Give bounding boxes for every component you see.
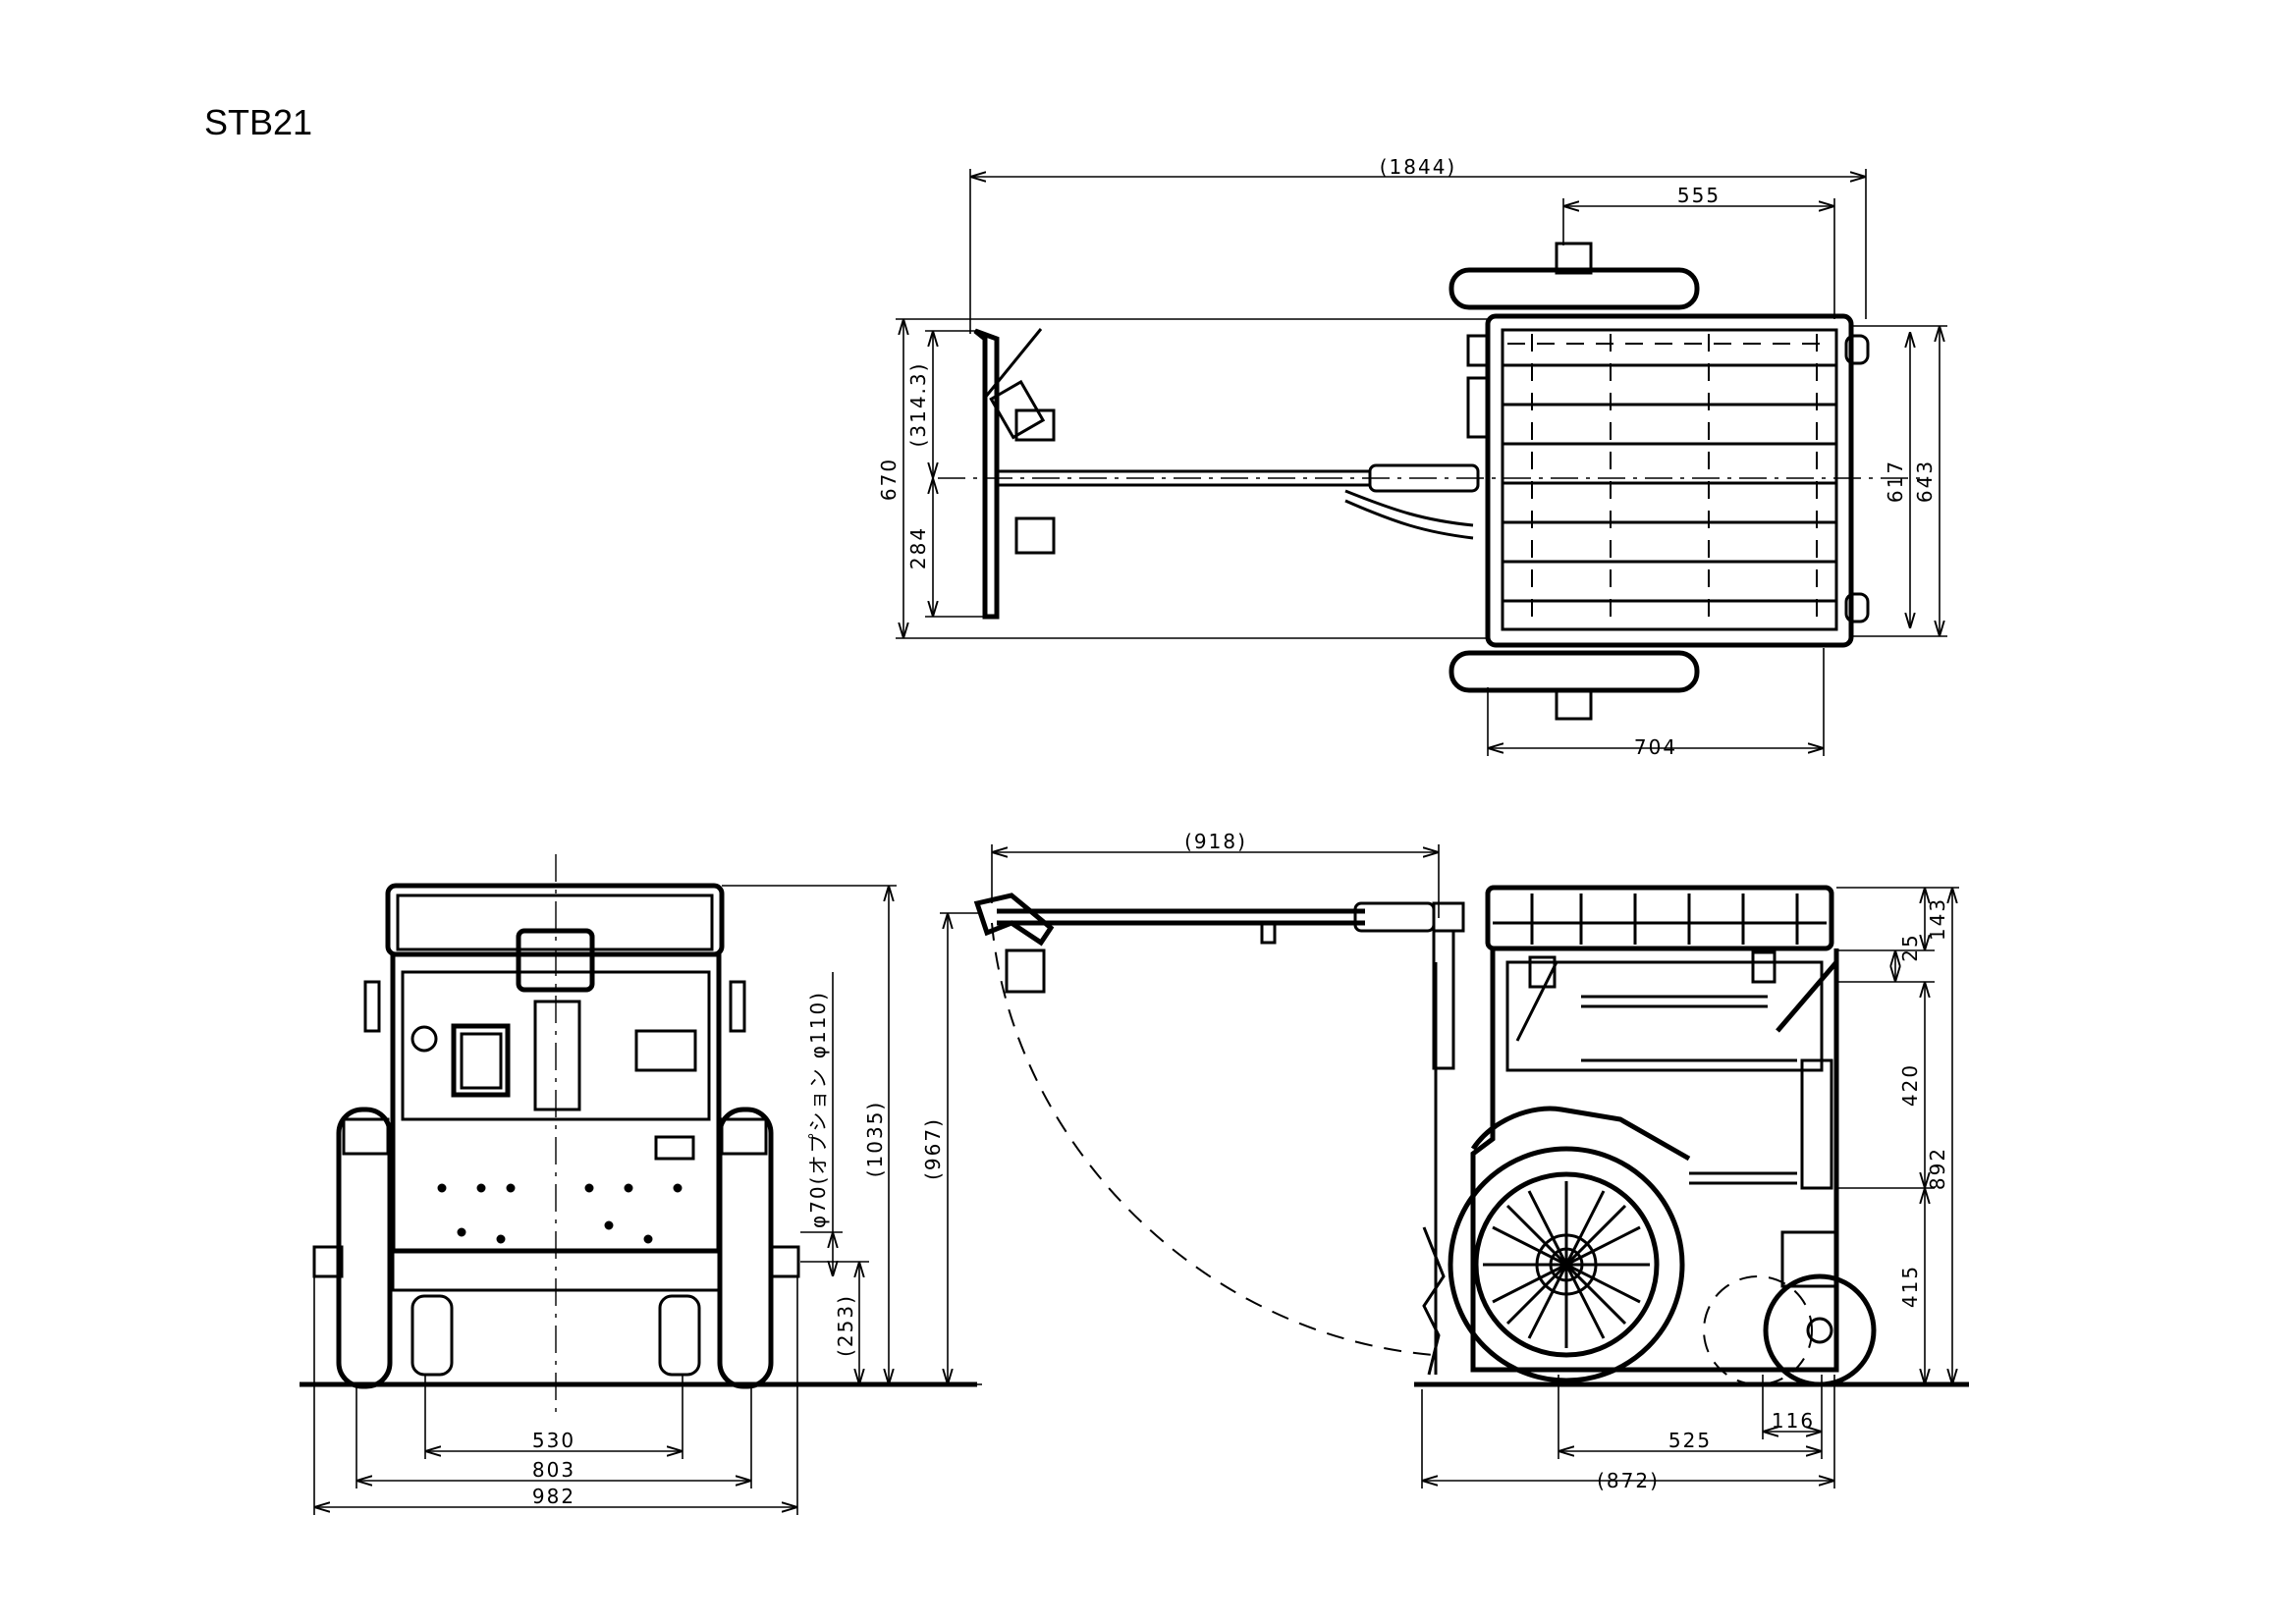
dim-handle-width: 670 xyxy=(877,458,901,501)
top-view: (1844) 555 704 670 (314.3) 284 617 643 xyxy=(877,155,1947,759)
dim-rail-gap: 25 xyxy=(1898,933,1922,961)
front-view: 530 803 982 (253) φ70(オプション φ110) (1035) xyxy=(300,854,977,1515)
dim-overall-width: 982 xyxy=(532,1485,575,1508)
dim-handle-reach: (918) xyxy=(1184,830,1247,853)
dim-frame-depth: 555 xyxy=(1677,184,1721,207)
side-view: (918) (967) 525 116 (872) 143 25 420 892… xyxy=(921,830,1969,1492)
dim-bed-height: 892 xyxy=(1926,1147,1949,1190)
dim-frame-inner: 617 xyxy=(1884,460,1907,503)
dim-bed-depth: 420 xyxy=(1898,1063,1922,1107)
dim-caster-offset: 116 xyxy=(1772,1409,1815,1433)
dim-lower-height: 415 xyxy=(1898,1265,1922,1308)
dim-rail-height: 143 xyxy=(1926,897,1949,941)
dim-wheel-track-inner: 803 xyxy=(532,1458,575,1482)
dim-handle-width-half: (314.3) xyxy=(906,362,930,448)
dim-overall-length-top: (1844) xyxy=(1380,155,1457,179)
dim-overall-height: (1035) xyxy=(863,1101,887,1178)
dim-axle-height: (253) xyxy=(834,1294,857,1357)
dim-axle-option: φ70(オプション φ110) xyxy=(806,991,830,1228)
dim-overall-length-side: (872) xyxy=(1597,1469,1660,1492)
dim-handle-height: (967) xyxy=(921,1117,945,1180)
drawing-title: STB21 xyxy=(204,102,313,142)
dim-wheel-span: 704 xyxy=(1634,735,1677,759)
dim-wheelbase: 525 xyxy=(1668,1429,1712,1452)
dim-frame-outer: 643 xyxy=(1913,460,1937,503)
dim-handle-offset: 284 xyxy=(906,526,930,569)
dim-caster-track: 530 xyxy=(532,1429,575,1452)
